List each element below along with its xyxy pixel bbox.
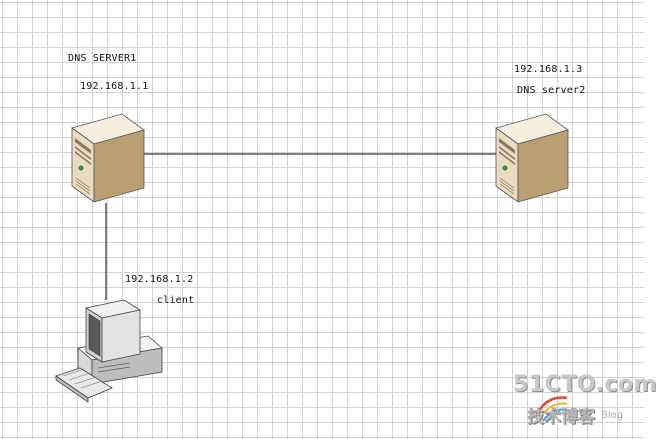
watermark-swoosh-icon [533,396,568,422]
server2-icon [495,113,569,203]
watermark-sub-text: 技术博客 [527,407,595,427]
watermark-site-text: 51CTO.com [513,372,657,397]
server2-name: DNS server2 [517,85,586,96]
client-computer-icon [55,299,163,403]
site-watermark: 51CTO.com 技术博客 Blog [505,372,656,430]
client-ip: 192.168.1.2 [125,274,194,285]
client-name: client [157,295,195,306]
server2-ip: 192.168.1.3 [514,64,583,75]
watermark-blog-text: Blog [601,410,624,421]
server1-name: DNS SERVER1 [68,53,137,64]
server1-icon [71,113,145,203]
server1-ip: 192.168.1.1 [80,81,149,92]
